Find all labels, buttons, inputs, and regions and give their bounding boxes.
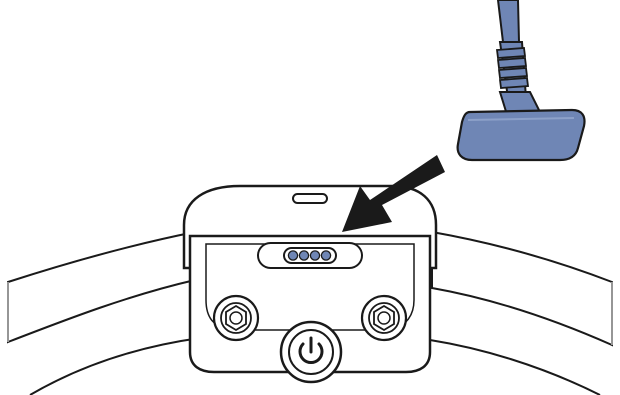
contact-pin-2 — [298, 250, 310, 261]
contact-pin-3 — [309, 250, 321, 261]
contact-probe-left — [212, 294, 260, 342]
device-front-face — [188, 234, 432, 374]
charger-plug — [456, 0, 586, 162]
indicator-light — [292, 193, 328, 204]
collar-strap-left — [7, 230, 196, 344]
charging-port — [257, 242, 363, 269]
collar-strap-right — [431, 230, 613, 347]
collar-strap-bottom — [29, 337, 601, 395]
contact-probe-right — [360, 294, 408, 342]
receiver-device — [182, 184, 438, 384]
insert-arrow — [342, 155, 445, 232]
charger-cable — [496, 0, 521, 43]
contact-pin-1 — [287, 250, 299, 261]
charger-plug-head — [456, 108, 586, 162]
power-button — [279, 320, 343, 384]
power-icon — [298, 336, 324, 364]
contact-pin-4 — [320, 250, 332, 261]
collar-strap — [7, 230, 613, 395]
strain-relief — [495, 41, 530, 99]
